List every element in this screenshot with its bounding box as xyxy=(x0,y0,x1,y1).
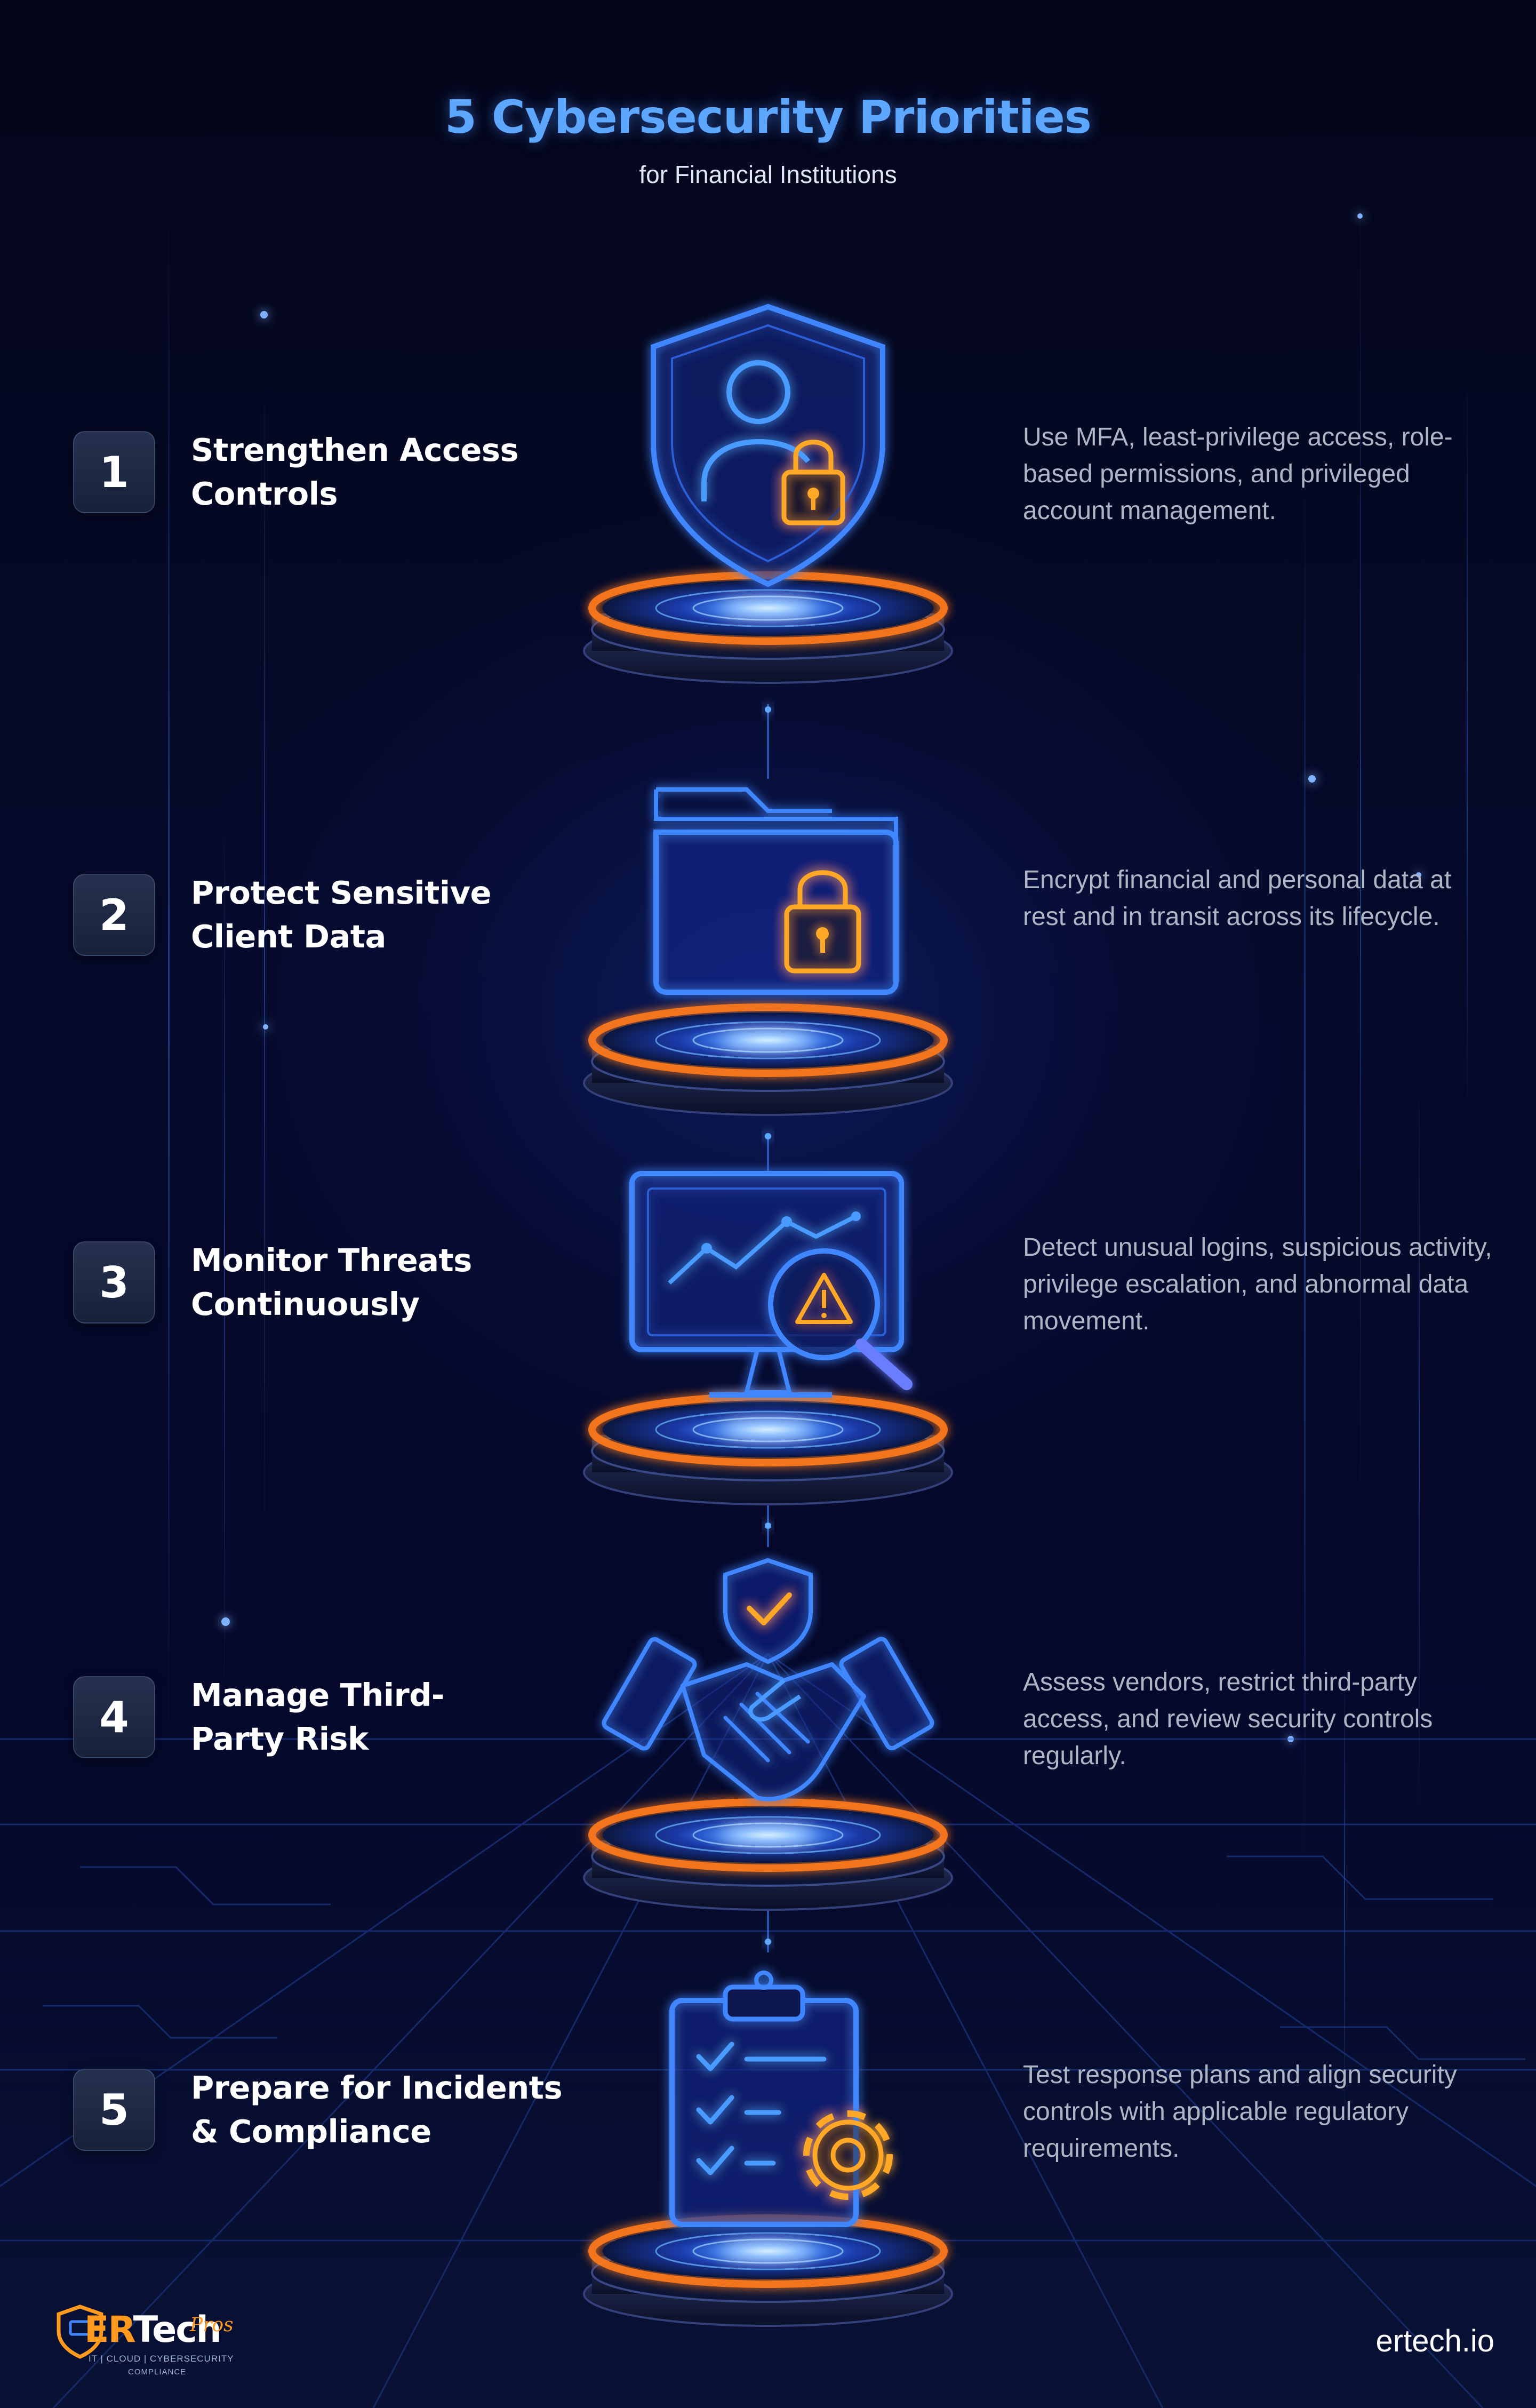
step-title: Prepare for Incidents & Compliance xyxy=(191,2069,563,2150)
folder-lock-icon xyxy=(653,787,899,995)
step-number-badge: 4 xyxy=(73,1676,155,1758)
handshake-shield-icon xyxy=(602,1558,934,1801)
logo-pros: Pros xyxy=(190,2314,234,2336)
step-number-badge: 3 xyxy=(73,1241,155,1323)
step-title: Monitor Threats Continuously xyxy=(191,1242,472,1322)
step-description: Encrypt financial and personal data at r… xyxy=(1023,866,1452,931)
step-title: Strengthen Access Controls xyxy=(191,432,519,512)
logo-tagline: IT | CLOUD | CYBERSECURITY xyxy=(89,2354,234,2364)
website-link[interactable]: ertech.io xyxy=(1375,2324,1494,2358)
page-title: 5 Cybersecurity Priorities xyxy=(445,91,1092,144)
pedestal xyxy=(583,1798,953,1911)
pedestal xyxy=(583,1003,953,1116)
pedestal xyxy=(583,2214,953,2327)
pedestal xyxy=(583,571,953,684)
step-description: Use MFA, least-privilege access, role-ba… xyxy=(1023,423,1453,525)
pedestals xyxy=(583,571,953,2327)
pedestal xyxy=(583,1393,953,1505)
step-title: Manage Third-Party Risk xyxy=(191,1677,444,1757)
step-description: Detect unusual logins, suspicious activi… xyxy=(1023,1233,1492,1335)
step-number-badge: 5 xyxy=(73,2069,155,2151)
page-subtitle: for Financial Institutions xyxy=(639,161,897,188)
step-number-badge: 1 xyxy=(73,431,155,513)
step-number-badge: 2 xyxy=(73,874,155,956)
clipboard-gear-icon xyxy=(669,1971,893,2227)
step-description: Test response plans and align security c… xyxy=(1023,2061,1457,2163)
step-title: Protect Sensitive Client Data xyxy=(191,874,492,955)
step-description: Assess vendors, restrict third-party acc… xyxy=(1023,1668,1433,1770)
logo-wordmark: ERTech xyxy=(84,2309,222,2351)
logo-tagline-2: COMPLIANCE xyxy=(128,2367,187,2377)
shield-user-lock-icon xyxy=(651,304,885,587)
ertech-logo[interactable]: ERTech Pros IT | CLOUD | CYBERSECURITY C… xyxy=(37,2305,251,2379)
monitor-warning-icon xyxy=(629,1171,913,1398)
ertech-logo-shield-icon xyxy=(57,2305,103,2359)
